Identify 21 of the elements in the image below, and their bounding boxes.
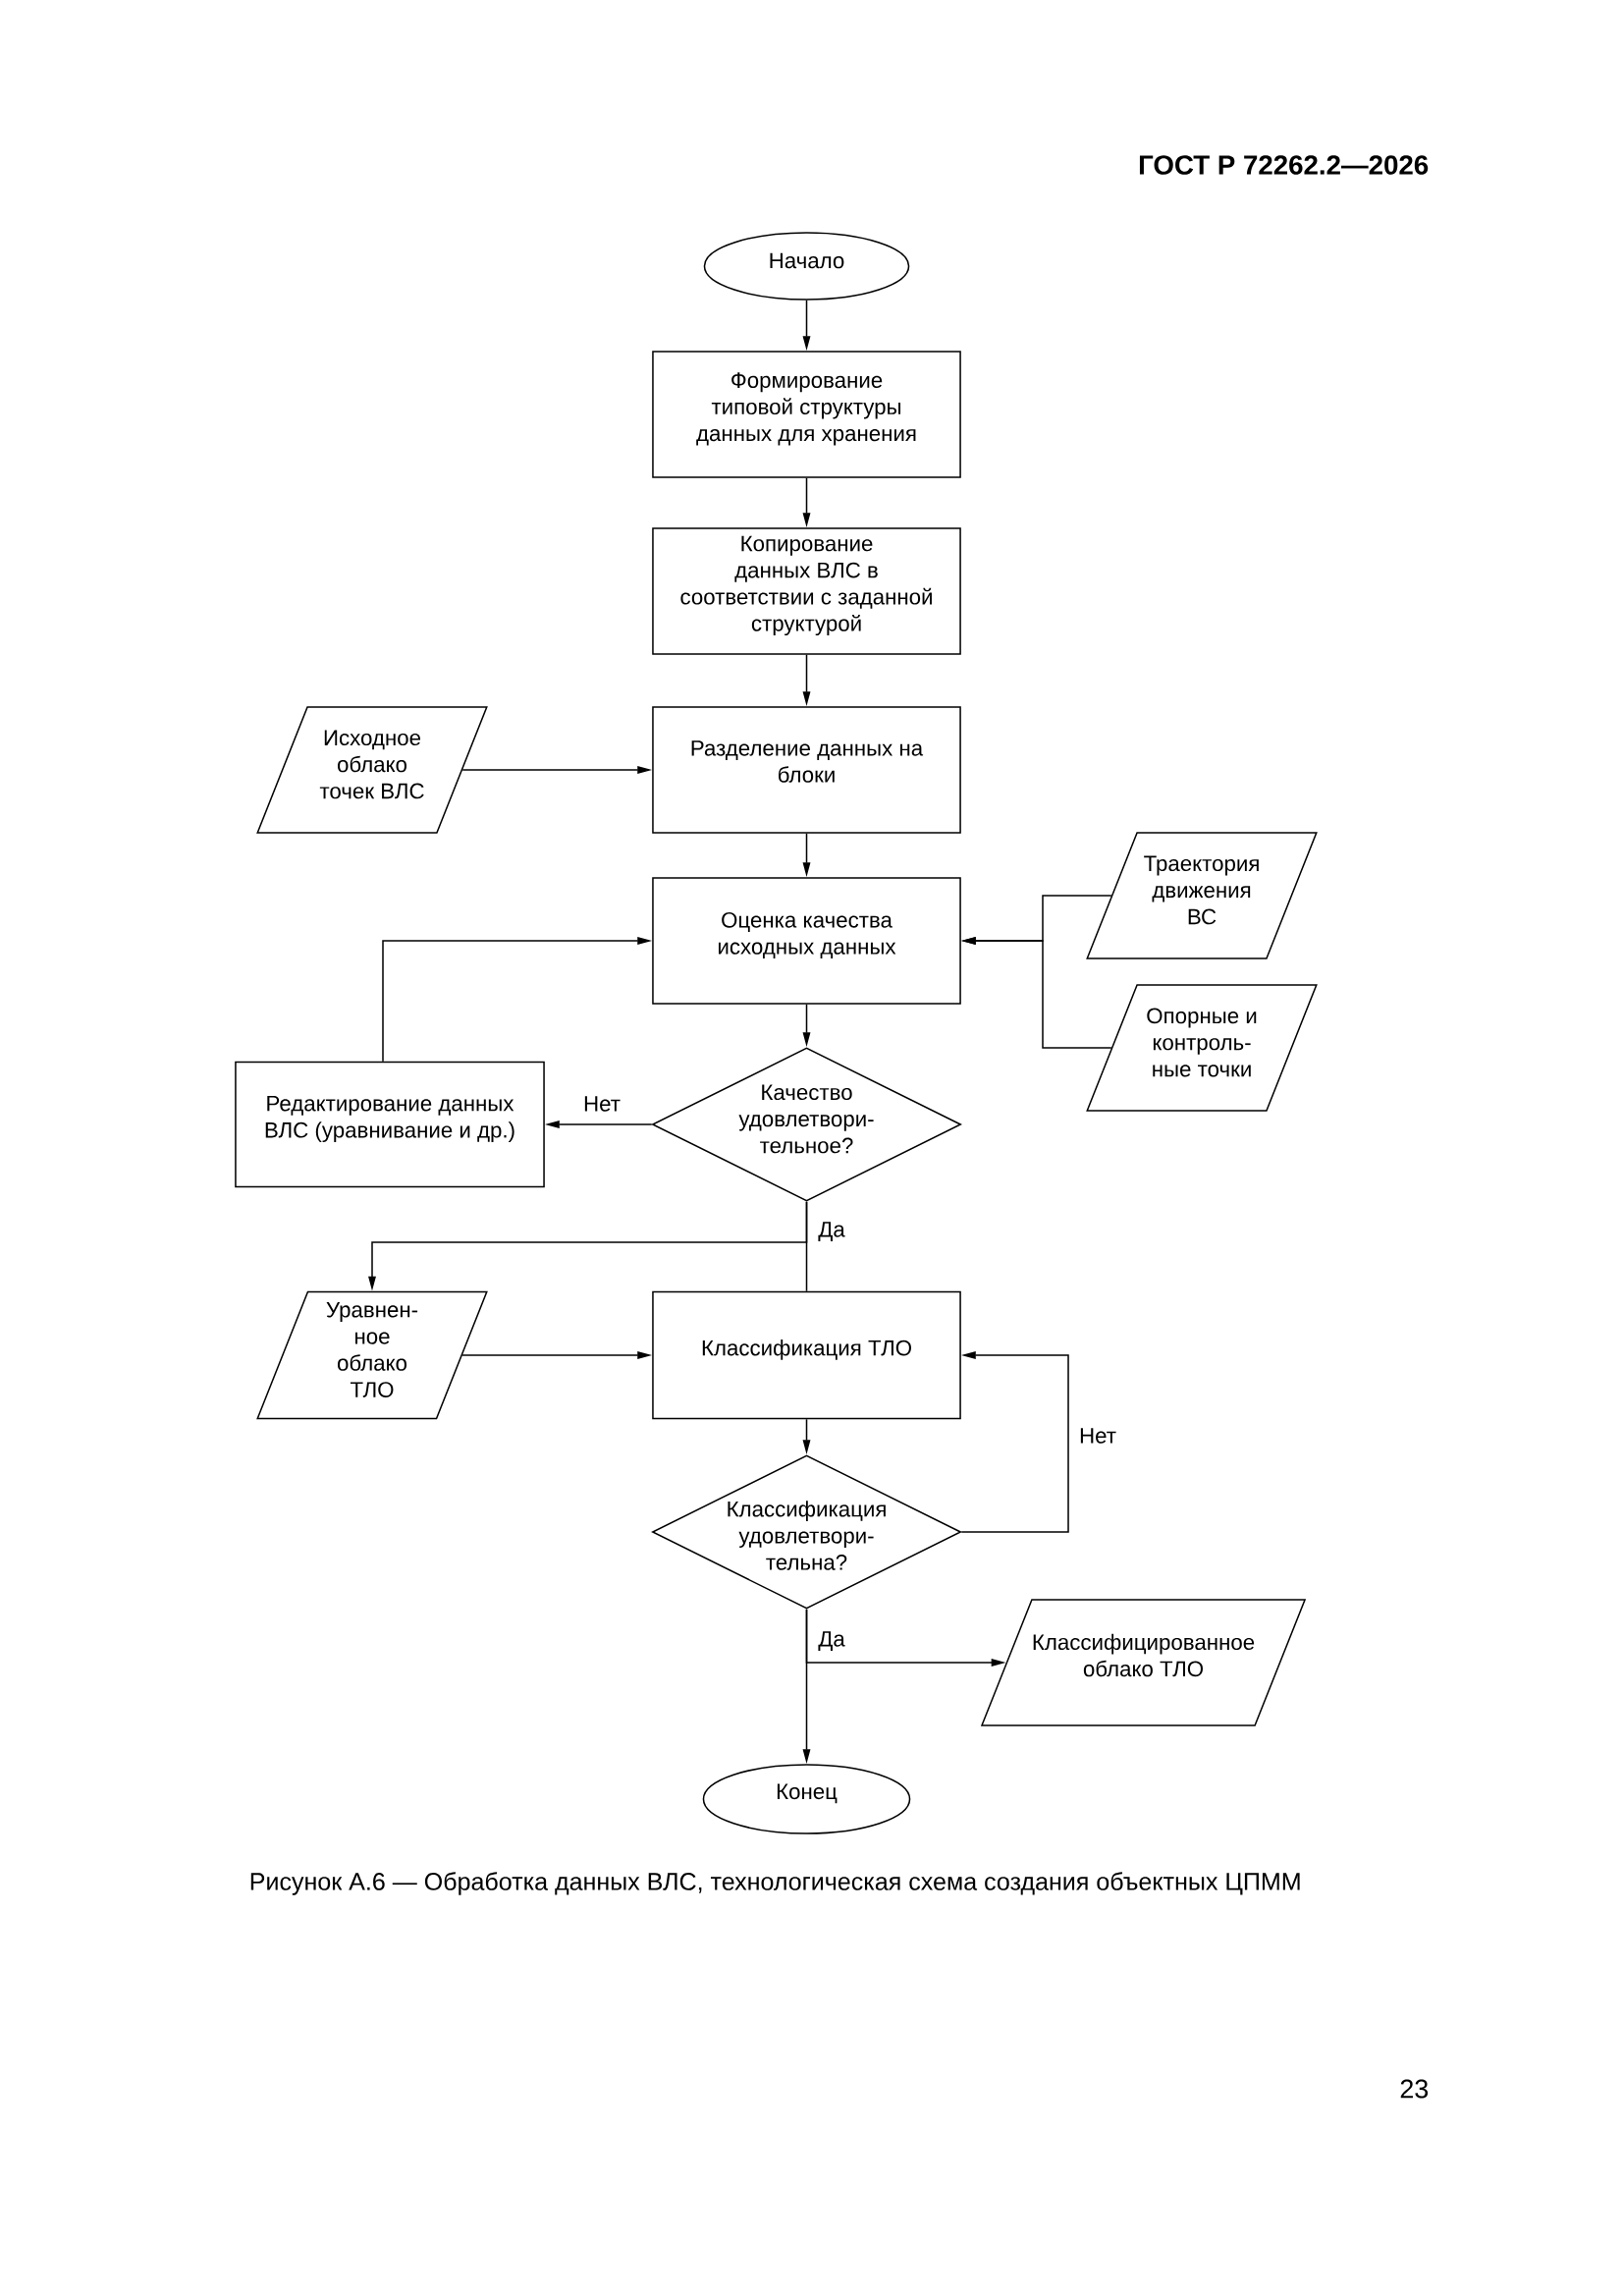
edge-label: Да xyxy=(815,1219,848,1244)
process-box: Классификация ТЛО xyxy=(652,1290,961,1420)
data-parallelogram: Опорные и контроль- ные точки xyxy=(1086,984,1318,1112)
terminal-oval: Начало xyxy=(703,232,910,301)
connector-line xyxy=(805,1201,808,1292)
edge-label: Нет xyxy=(580,1093,623,1115)
arrow xyxy=(960,1351,1069,1533)
running-header: ГОСТ Р 72262.2—2026 xyxy=(1139,155,1429,175)
figure-caption: Рисунок А.6 — Обработка данных ВЛС, технологическая схема создания объектных ЦПММ xyxy=(250,1872,1300,1895)
process-box: Формирование типовой структуры данных для хранения xyxy=(652,351,961,478)
data-parallelogram: Траектория движения ВС xyxy=(1086,832,1318,959)
process-box: Копирование данных ВЛС в соответствии с заданной структурой xyxy=(652,527,961,655)
edge-label: Нет xyxy=(1076,1425,1119,1447)
data-parallelogram: Уравнен- ное облако ТЛО xyxy=(256,1290,488,1420)
process-box: Оценка качества исходных данных xyxy=(652,877,961,1005)
process-box: Редактирование данных ВЛС (уравнивание и др.) xyxy=(235,1061,545,1188)
process-box: Разделение данных на блоки xyxy=(652,706,961,834)
edge-label: Да xyxy=(815,1628,848,1654)
data-parallelogram: Исходное облако точек ВЛС xyxy=(256,706,488,834)
terminal-oval: Конец xyxy=(702,1764,911,1834)
page-number: 23 xyxy=(1400,2079,1429,2099)
